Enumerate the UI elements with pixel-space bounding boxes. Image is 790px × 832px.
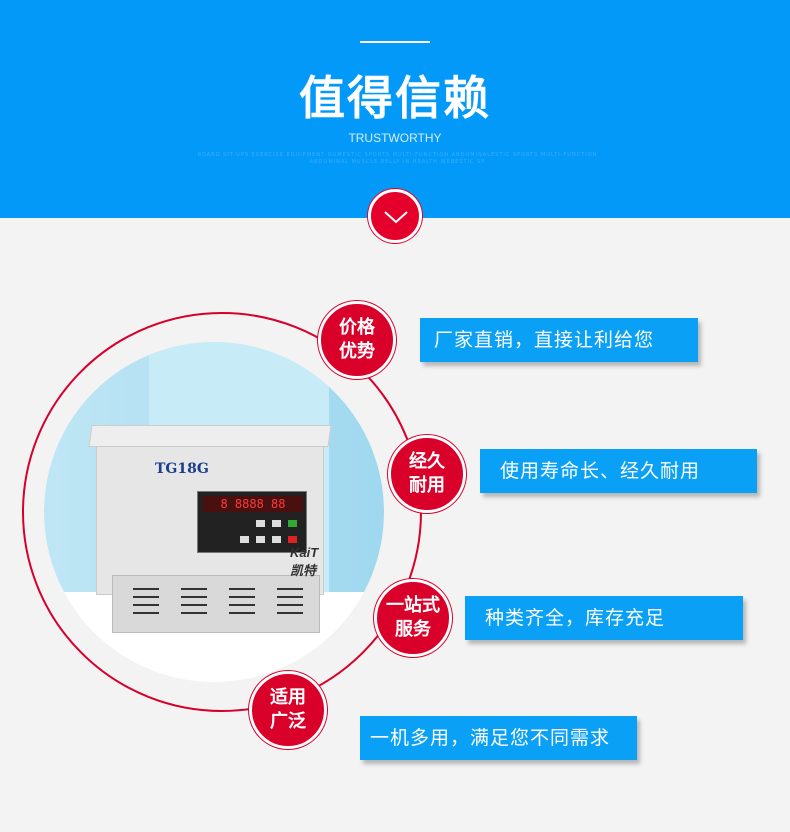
badge-line: 适用	[270, 687, 306, 708]
tagline: BOARD SIT-UPS EXERCISE EQUIPMENT DOMESTI…	[197, 152, 598, 165]
badge-line: 经久	[409, 451, 445, 472]
feature-box: 使用寿命长、经久耐用	[480, 449, 757, 493]
feature-box: 种类齐全，库存充足	[465, 596, 743, 640]
brand-logo: KaiT凯特	[290, 545, 319, 578]
badge-price: 价格优势	[318, 301, 396, 379]
page-title: 值得信赖	[299, 71, 491, 125]
product-image: TG18G 8 8888 88 KaiT凯特	[88, 425, 332, 635]
badge-line: 广泛	[270, 711, 306, 732]
chevron-down-button[interactable]	[368, 189, 422, 243]
header-banner: 值得信赖 TRUSTWORTHY BOARD SIT-UPS EXERCISE …	[0, 0, 790, 218]
subtitle: TRUSTWORTHY	[348, 131, 442, 145]
chevron-down-icon	[384, 211, 408, 224]
badge-line: 服务	[395, 619, 431, 640]
divider	[360, 41, 430, 43]
badge-service: 一站式服务	[374, 579, 452, 657]
control-panel: 8 8888 88	[197, 491, 307, 553]
badge-durable: 经久耐用	[388, 435, 466, 513]
feature-box: 厂家直销，直接让利给您	[420, 318, 698, 362]
feature-box: 一机多用，满足您不同需求	[360, 716, 637, 760]
badge-line: 一站式	[386, 595, 440, 616]
badge-line: 价格	[339, 317, 375, 338]
badge-versatile: 适用广泛	[249, 671, 327, 749]
badge-line: 耐用	[409, 475, 445, 496]
model-label: TG18G	[155, 461, 209, 477]
led-display: 8 8888 88	[203, 496, 303, 512]
badge-line: 优势	[339, 341, 375, 362]
